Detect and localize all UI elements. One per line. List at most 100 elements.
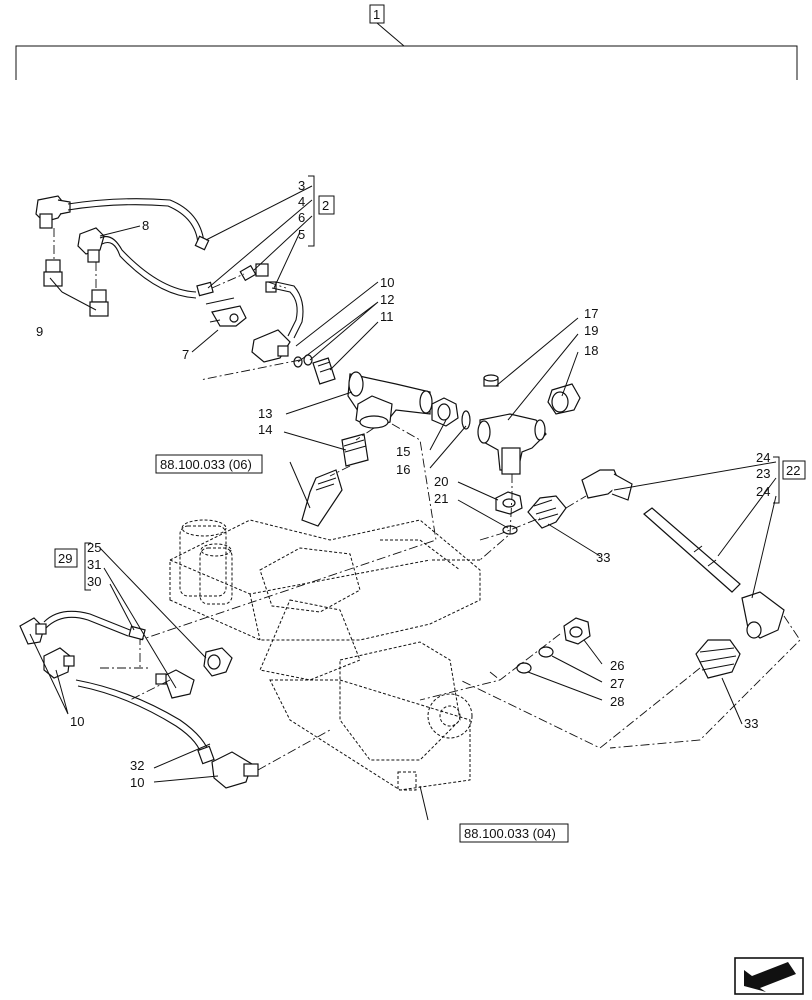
label-24-lower: 24 bbox=[756, 484, 770, 499]
elbow-fitting-24b bbox=[741, 591, 785, 639]
hose-4a bbox=[99, 235, 197, 293]
hose-4b bbox=[101, 241, 197, 299]
elbow-fitting-10d bbox=[211, 751, 259, 789]
adapter-9a bbox=[43, 259, 63, 287]
elbow-fitting-24a bbox=[581, 469, 633, 501]
label-10-upper: 10 bbox=[380, 275, 394, 290]
bracket-29 bbox=[84, 542, 91, 591]
label-32: 32 bbox=[130, 758, 144, 773]
routing-line-e bbox=[459, 615, 801, 749]
label-33-lower: 33 bbox=[744, 716, 758, 731]
label-15: 15 bbox=[396, 444, 410, 459]
label-21: 21 bbox=[434, 491, 448, 506]
adapter-11 bbox=[312, 357, 336, 385]
assembly-bracket bbox=[15, 22, 798, 80]
fitting-31 bbox=[155, 669, 195, 699]
hose-3b bbox=[67, 204, 199, 245]
elbow-fitting-8 bbox=[35, 195, 71, 229]
hose-3a bbox=[67, 198, 205, 243]
ferrule-4 bbox=[196, 281, 214, 297]
plug-26 bbox=[563, 617, 591, 645]
axis-9 bbox=[53, 228, 97, 290]
hose-30a bbox=[43, 610, 131, 631]
label-27: 27 bbox=[610, 676, 624, 691]
axis-14 bbox=[329, 427, 375, 477]
adapter-9b bbox=[89, 289, 109, 317]
label-5: 5 bbox=[298, 227, 305, 242]
label-17: 17 bbox=[584, 306, 598, 321]
routing-line-b bbox=[479, 495, 587, 541]
tee-fitting-13 bbox=[347, 371, 433, 429]
label-13: 13 bbox=[258, 406, 272, 421]
ferrule-3 bbox=[194, 235, 210, 251]
tube-23-bands bbox=[693, 545, 717, 567]
fitting-25 bbox=[203, 647, 233, 677]
elbow-fitting-10c bbox=[43, 647, 75, 679]
tee-fitting-19 bbox=[477, 413, 547, 475]
ref-lower-label: 88.100.033 (04) bbox=[464, 826, 556, 841]
ref-label-2: 2 bbox=[322, 198, 329, 213]
nut-20 bbox=[495, 491, 523, 515]
o-ring-28 bbox=[516, 662, 532, 674]
o-ring-16 bbox=[461, 410, 471, 430]
label-3: 3 bbox=[298, 178, 305, 193]
elbow-fitting-10b bbox=[19, 617, 47, 645]
ref-box-lower[interactable] bbox=[459, 823, 569, 843]
label-4: 4 bbox=[298, 194, 305, 209]
ref-box-22 bbox=[782, 460, 806, 480]
o-ring-27 bbox=[538, 646, 554, 658]
routing-line-d bbox=[419, 633, 561, 701]
hose-32b bbox=[77, 685, 203, 759]
label-24-upper: 24 bbox=[756, 450, 770, 465]
label-9: 9 bbox=[36, 324, 43, 339]
ref-upper-label: 88.100.033 (06) bbox=[160, 457, 252, 472]
label-7: 7 bbox=[182, 347, 189, 362]
label-20: 20 bbox=[434, 474, 448, 489]
hose-5a bbox=[271, 287, 298, 337]
axis-6 bbox=[211, 273, 287, 289]
label-31: 31 bbox=[87, 557, 101, 572]
ferrule-32 bbox=[197, 745, 215, 765]
label-25: 25 bbox=[87, 540, 101, 555]
label-19: 19 bbox=[584, 323, 598, 338]
label-10-left: 10 bbox=[70, 714, 84, 729]
plug-17 bbox=[483, 374, 499, 387]
fitting-33b bbox=[695, 639, 741, 679]
elbow-fitting-10a bbox=[251, 329, 291, 363]
bracket-22 bbox=[773, 456, 780, 504]
label-16: 16 bbox=[396, 462, 410, 477]
label-6: 6 bbox=[298, 210, 305, 225]
routing-line-f bbox=[100, 667, 331, 771]
label-10-lower: 10 bbox=[130, 775, 144, 790]
plug-18 bbox=[547, 383, 581, 415]
label-30: 30 bbox=[87, 574, 101, 589]
bracket-2 bbox=[308, 175, 315, 247]
label-14: 14 bbox=[258, 422, 272, 437]
tee-fitting-6 bbox=[239, 263, 277, 293]
ref-box-upper[interactable] bbox=[155, 454, 263, 474]
label-33-upper: 33 bbox=[596, 550, 610, 565]
ref-box-2 bbox=[318, 195, 335, 215]
label-23: 23 bbox=[756, 466, 770, 481]
label-12: 12 bbox=[380, 292, 394, 307]
hose-32a bbox=[75, 679, 211, 757]
navigation-arrow-icon[interactable] bbox=[734, 957, 804, 995]
hose-5b bbox=[275, 281, 304, 339]
fitting-33a bbox=[527, 495, 567, 529]
label-26: 26 bbox=[610, 658, 624, 673]
routing-line-c bbox=[479, 474, 513, 561]
ref-label-22: 22 bbox=[786, 463, 800, 478]
label-18: 18 bbox=[584, 343, 598, 358]
routing-line-a bbox=[139, 359, 437, 668]
elbow-fitting-8b bbox=[77, 227, 105, 263]
leader-lines bbox=[29, 185, 777, 821]
hose-30b bbox=[45, 616, 129, 637]
nut-15 bbox=[431, 397, 459, 427]
valve-block-reference bbox=[169, 519, 481, 791]
ref-label-1: 1 bbox=[373, 7, 380, 22]
ref-label-29: 29 bbox=[58, 551, 72, 566]
label-11: 11 bbox=[380, 309, 394, 324]
clip-7 bbox=[205, 297, 247, 327]
